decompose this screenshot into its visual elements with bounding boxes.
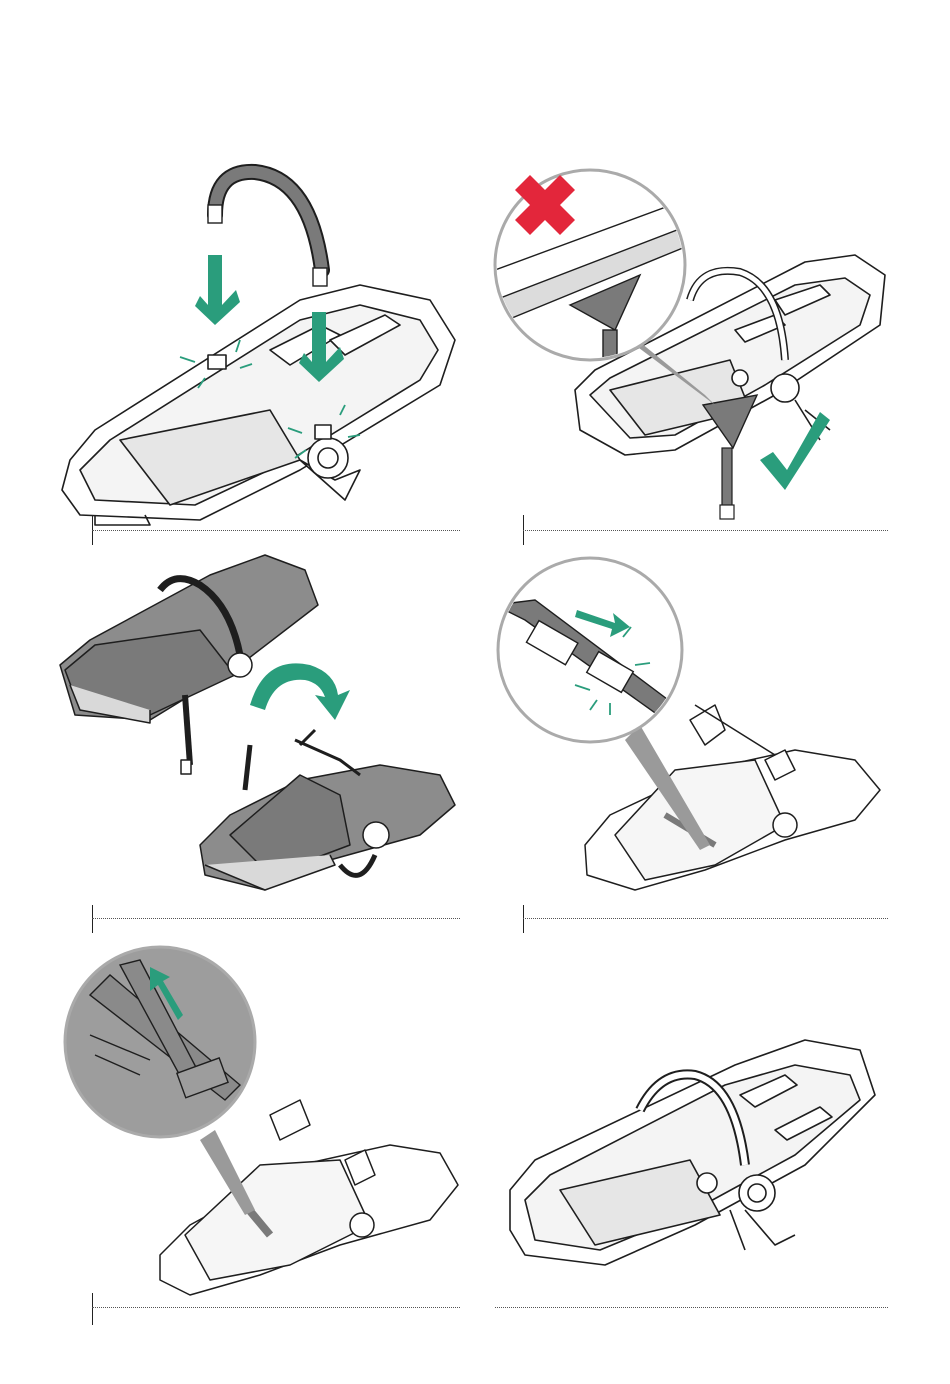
step-1-panel	[0, 0, 475, 545]
bumper-bar-illustration	[0, 0, 475, 545]
magnifier-zoom	[495, 558, 682, 742]
step-divider-tick	[92, 1293, 93, 1325]
buckle-straps-illustration	[475, 545, 950, 935]
step-4-panel	[475, 545, 950, 935]
step-divider-tick	[92, 905, 93, 933]
step-5-panel	[0, 935, 475, 1350]
flip-seat-illustration	[0, 545, 475, 935]
step-divider	[523, 918, 888, 919]
pull-strap-illustration	[0, 935, 475, 1350]
step-6-panel	[475, 935, 950, 1350]
step-divider	[92, 530, 460, 531]
step-3-panel	[0, 545, 475, 935]
step-2-panel	[475, 0, 950, 545]
step-divider	[92, 918, 460, 919]
correct-check-icon	[760, 412, 830, 490]
rotate-arrow-icon	[250, 663, 350, 720]
crotch-strap-illustration	[475, 0, 950, 545]
step-divider	[495, 1307, 888, 1308]
seat-assembled-illustration	[475, 935, 950, 1350]
step-divider	[92, 1307, 460, 1308]
step-divider-tick	[523, 905, 524, 933]
step-divider	[523, 530, 888, 531]
